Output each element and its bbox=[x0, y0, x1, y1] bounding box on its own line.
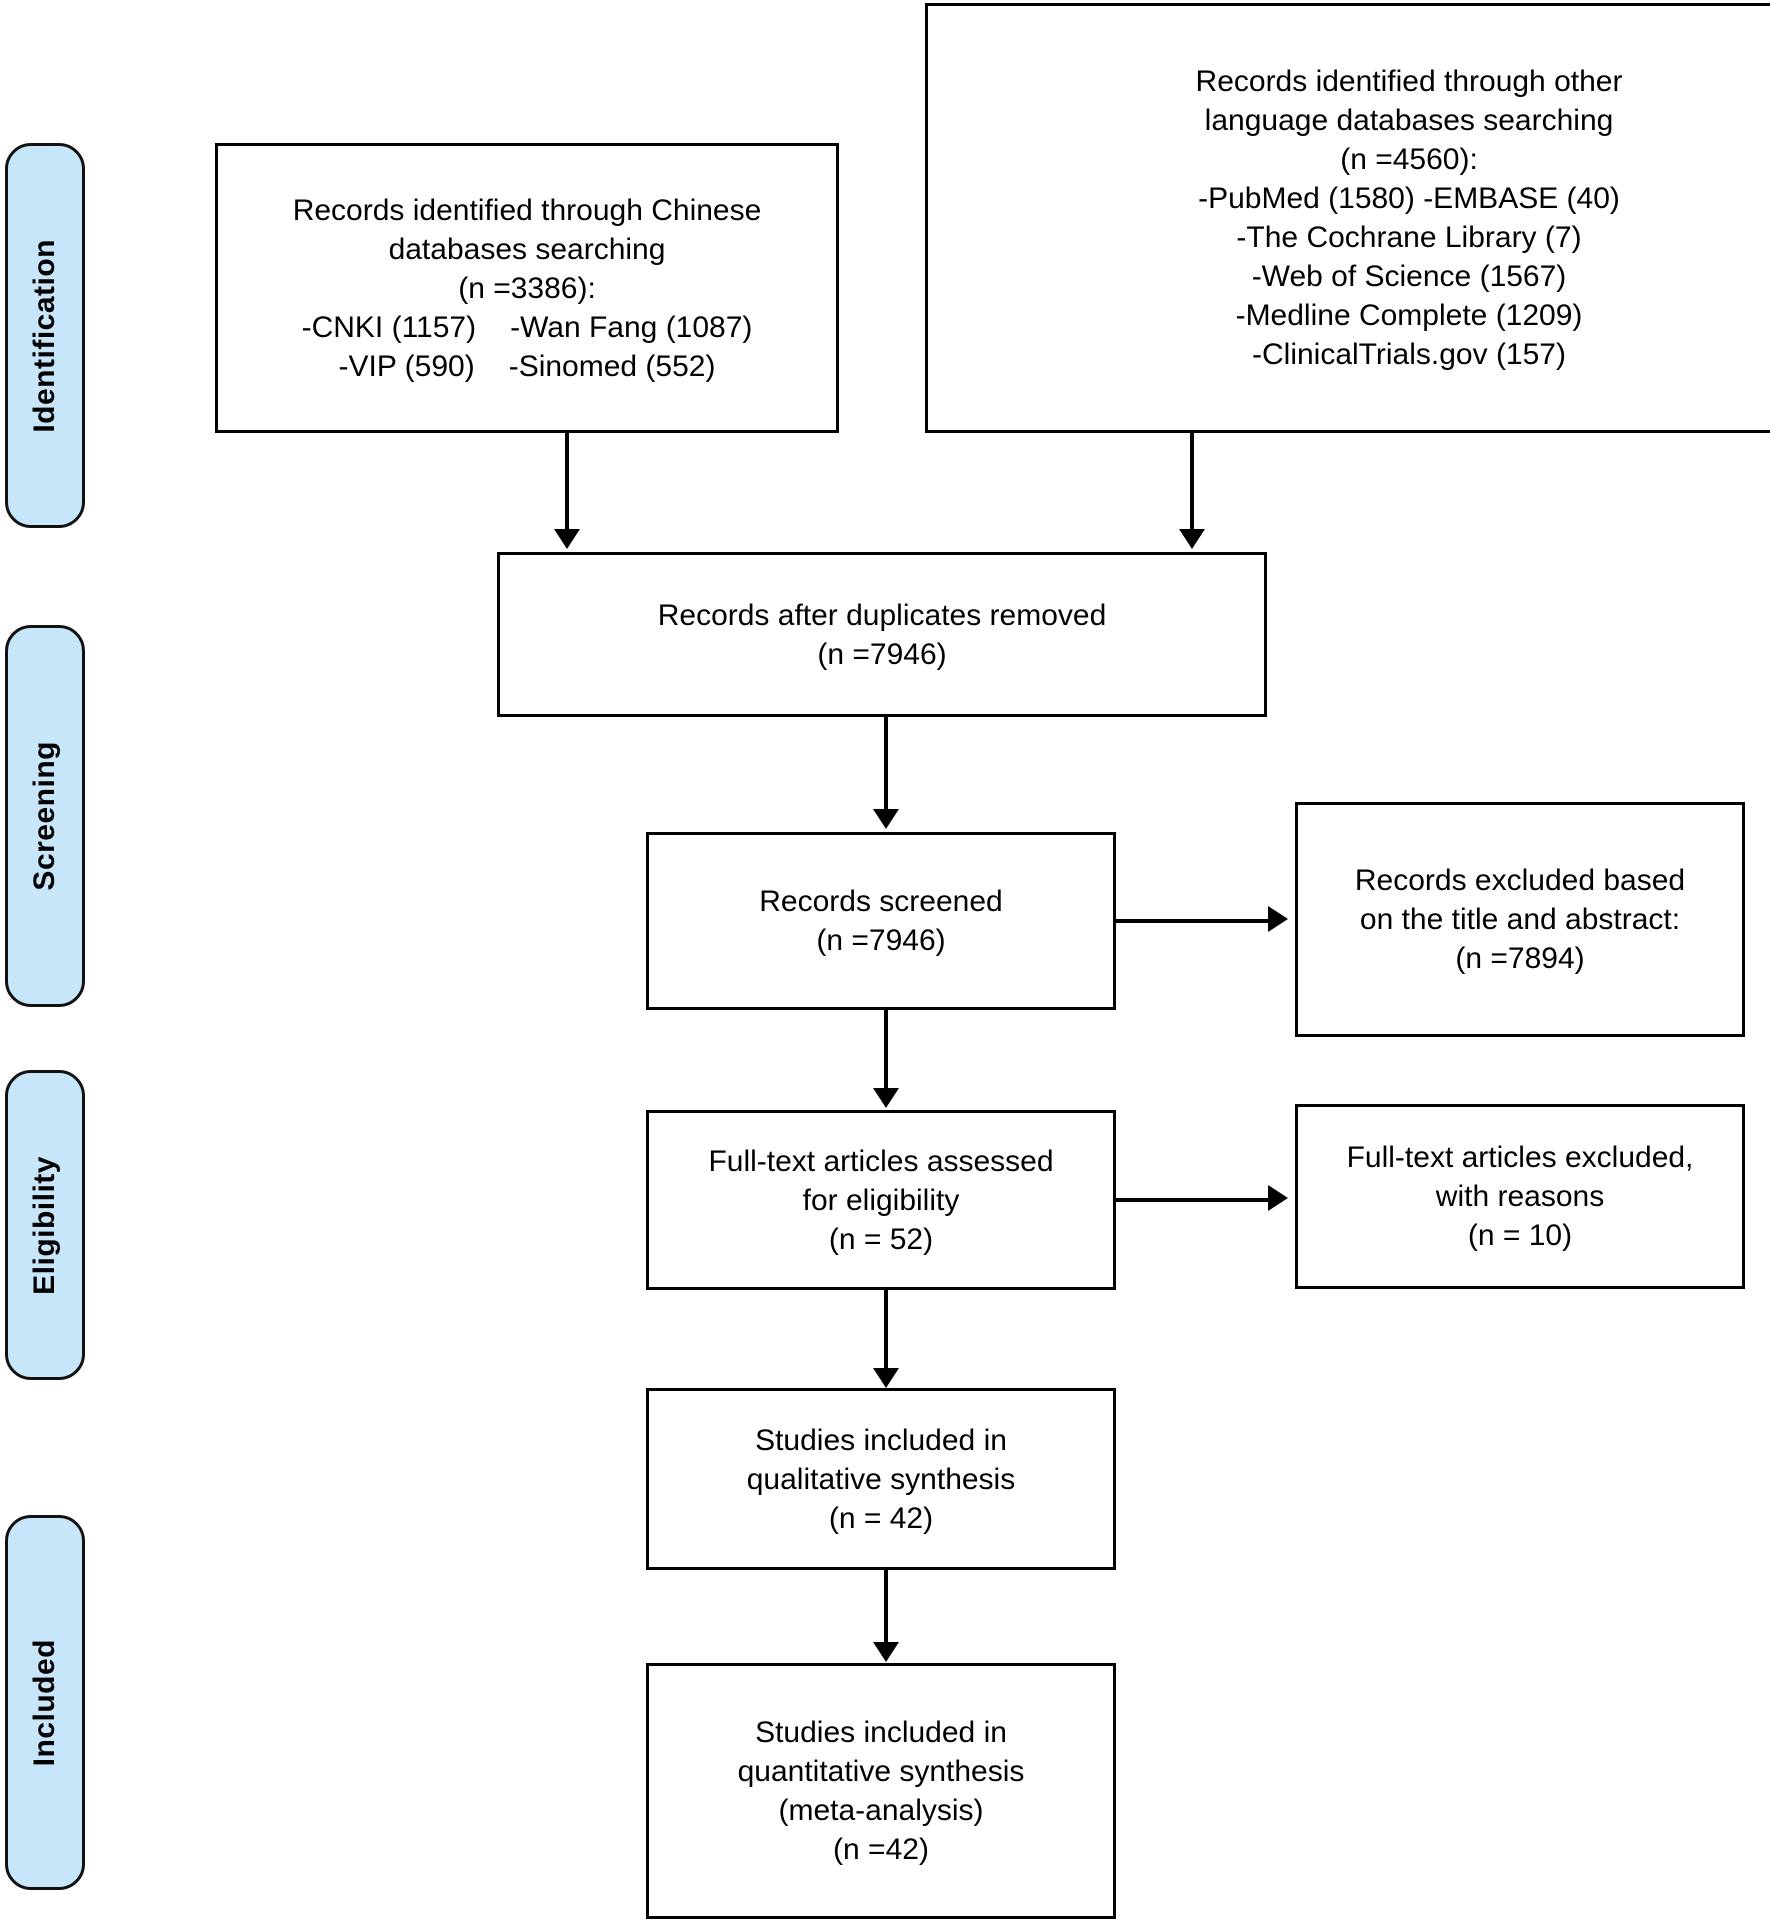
records-screened-line-2: (n =7946) bbox=[816, 924, 946, 957]
other-db-line-2: language databases searching bbox=[1204, 104, 1614, 137]
chinese-db-row-2: -VIP (590) -Sinomed (552) bbox=[339, 347, 716, 386]
fulltext-assessed-line-3: (n = 52) bbox=[828, 1222, 934, 1256]
chinese-db-wanfang: -Wan Fang (1087) bbox=[510, 310, 753, 344]
other-db-pubmed-embase: -PubMed (1580) -EMBASE (40) bbox=[1198, 182, 1620, 215]
records-screened-line-1: Records screened bbox=[759, 885, 1003, 918]
connector-qualitative-to-quantitative bbox=[884, 1570, 888, 1642]
node-records-screened: Records screened (n =7946) bbox=[646, 832, 1116, 1010]
chinese-db-line-2: databases searching bbox=[388, 232, 666, 266]
connector-screened-to-excluded bbox=[1116, 919, 1268, 923]
records-excluded-line-3: (n =7894) bbox=[1455, 942, 1585, 975]
other-db-web-of-science: -Web of Science (1567) bbox=[1251, 260, 1567, 293]
chinese-db-row-1: -CNKI (1157) -Wan Fang (1087) bbox=[302, 308, 753, 347]
chinese-db-vip: -VIP (590) bbox=[338, 349, 475, 383]
quantitative-line-3: (meta-analysis) bbox=[778, 1794, 984, 1827]
arrowhead-duplicates-to-screened bbox=[873, 809, 899, 829]
connector-other-to-duplicates bbox=[1190, 433, 1194, 529]
node-fulltext-assessed: Full-text articles assessed for eligibil… bbox=[646, 1110, 1116, 1290]
node-quantitative-synthesis: Studies included in quantitative synthes… bbox=[646, 1663, 1116, 1919]
records-excluded-line-1: Records excluded based bbox=[1354, 864, 1686, 897]
node-other-language-databases: Records identified through other languag… bbox=[925, 3, 1770, 433]
phase-label-eligibility: Eligibility bbox=[5, 1070, 85, 1380]
other-db-medline: -Medline Complete (1209) bbox=[1235, 299, 1583, 332]
records-excluded-line-2: on the title and abstract: bbox=[1359, 903, 1681, 936]
connector-chinese-to-duplicates bbox=[565, 433, 569, 529]
quantitative-line-1: Studies included in bbox=[755, 1716, 1007, 1749]
phase-label-identification: Identification bbox=[5, 143, 85, 528]
connector-fulltext-to-excluded bbox=[1116, 1198, 1268, 1202]
connector-fulltext-to-qualitative bbox=[884, 1290, 888, 1368]
other-db-line-1: Records identified through other bbox=[1195, 65, 1623, 98]
quantitative-line-2: quantitative synthesis bbox=[737, 1755, 1025, 1788]
phase-label-screening: Screening bbox=[5, 625, 85, 1007]
other-db-clinicaltrials: -ClinicalTrials.gov (157) bbox=[1252, 338, 1566, 371]
node-fulltext-excluded: Full-text articles excluded, with reason… bbox=[1295, 1104, 1745, 1289]
node-chinese-databases: Records identified through Chinese datab… bbox=[215, 143, 839, 433]
fulltext-assessed-line-1: Full-text articles assessed bbox=[708, 1144, 1054, 1178]
arrowhead-fulltext-to-excluded bbox=[1268, 1185, 1288, 1211]
phase-label-screening-text: Screening bbox=[28, 741, 61, 891]
arrowhead-other-to-duplicates bbox=[1179, 529, 1205, 549]
qualitative-line-1: Studies included in bbox=[755, 1423, 1007, 1457]
qualitative-line-2: qualitative synthesis bbox=[746, 1462, 1016, 1496]
chinese-db-cnki: -CNKI (1157) bbox=[301, 310, 477, 344]
duplicates-line-1: Records after duplicates removed bbox=[657, 598, 1107, 632]
fulltext-excluded-line-2: with reasons bbox=[1435, 1180, 1605, 1213]
qualitative-line-3: (n = 42) bbox=[828, 1501, 934, 1535]
phase-label-included-text: Included bbox=[28, 1638, 61, 1767]
phase-label-included: Included bbox=[5, 1515, 85, 1890]
other-db-cochrane: -The Cochrane Library (7) bbox=[1236, 221, 1582, 254]
arrowhead-qualitative-to-quantitative bbox=[873, 1642, 899, 1662]
node-duplicates-removed: Records after duplicates removed (n =794… bbox=[497, 552, 1267, 717]
duplicates-line-2: (n =7946) bbox=[817, 637, 947, 671]
phase-label-identification-text: Identification bbox=[28, 238, 61, 433]
fulltext-assessed-line-2: for eligibility bbox=[802, 1183, 960, 1217]
chinese-db-sinomed: -Sinomed (552) bbox=[508, 349, 716, 383]
quantitative-line-4: (n =42) bbox=[833, 1833, 929, 1866]
arrowhead-screened-to-fulltext bbox=[873, 1088, 899, 1108]
arrowhead-screened-to-excluded bbox=[1268, 906, 1288, 932]
connector-screened-to-fulltext bbox=[884, 1010, 888, 1088]
connector-duplicates-to-screened bbox=[884, 717, 888, 809]
chinese-db-line-1: Records identified through Chinese bbox=[292, 193, 762, 227]
node-qualitative-synthesis: Studies included in qualitative synthesi… bbox=[646, 1388, 1116, 1570]
fulltext-excluded-line-1: Full-text articles excluded, bbox=[1346, 1141, 1694, 1174]
phase-label-eligibility-text: Eligibility bbox=[28, 1155, 61, 1295]
arrowhead-fulltext-to-qualitative bbox=[873, 1368, 899, 1388]
chinese-db-line-3: (n =3386): bbox=[458, 271, 596, 305]
fulltext-excluded-line-3: (n = 10) bbox=[1467, 1219, 1573, 1252]
node-records-excluded: Records excluded based on the title and … bbox=[1295, 802, 1745, 1037]
arrowhead-chinese-to-duplicates bbox=[554, 529, 580, 549]
other-db-line-3: (n =4560): bbox=[1340, 143, 1478, 176]
